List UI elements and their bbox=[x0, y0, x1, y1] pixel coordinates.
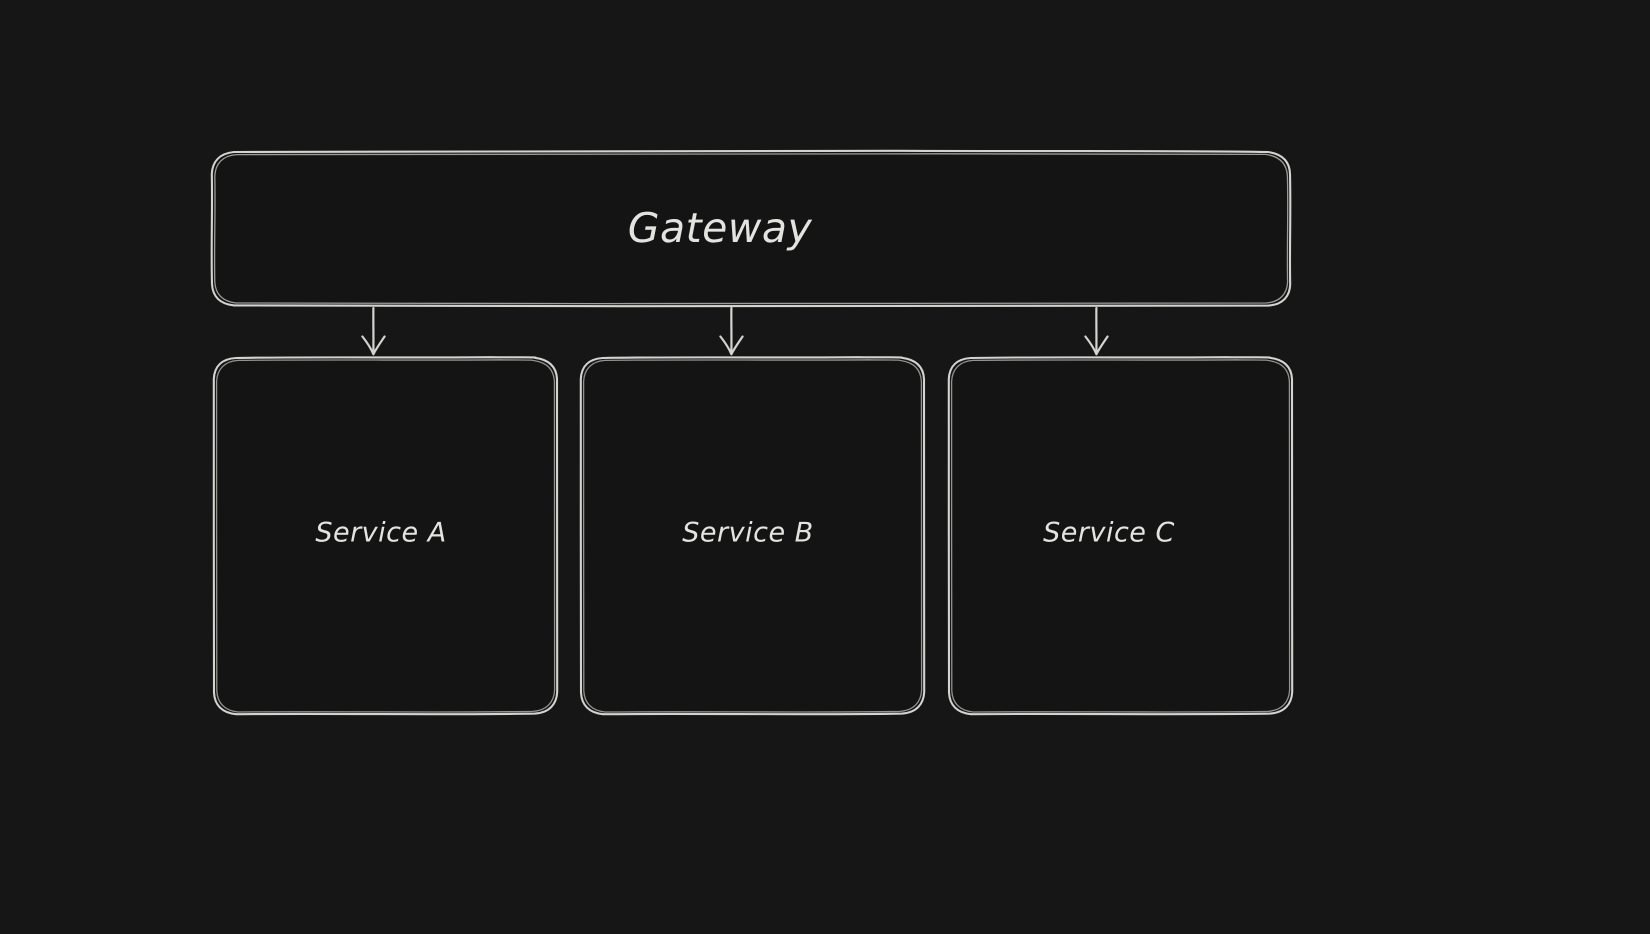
service-c-label: Service C bbox=[1043, 517, 1175, 549]
arrowhead-c bbox=[1084, 335, 1109, 356]
service-b-node[interactable] bbox=[581, 357, 924, 714]
service-a-node[interactable] bbox=[214, 357, 557, 714]
gateway-label: Gateway bbox=[627, 204, 813, 252]
arrowhead-a bbox=[361, 335, 386, 356]
gateway-to-service-a-arrow bbox=[361, 306, 386, 356]
gateway-to-service-c-arrow bbox=[1084, 306, 1109, 356]
gateway-to-service-b-arrow bbox=[719, 306, 744, 356]
service-c-node[interactable] bbox=[949, 357, 1292, 714]
service-b-label: Service B bbox=[682, 517, 814, 549]
arrowhead-b bbox=[719, 335, 744, 356]
service-a-label: Service A bbox=[315, 517, 447, 549]
gateway-node[interactable] bbox=[212, 151, 1290, 306]
